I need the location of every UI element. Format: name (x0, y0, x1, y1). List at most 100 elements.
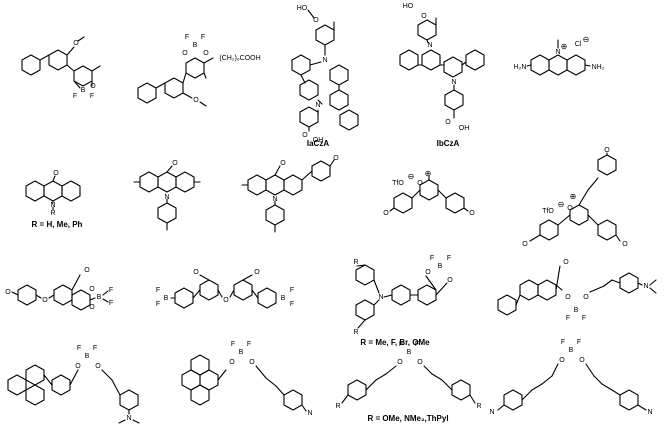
atom-o: O (53, 170, 59, 177)
bond-line (301, 170, 313, 181)
bond-line (375, 373, 387, 381)
bond-line (526, 64, 532, 67)
molecule-acridine-orange-type: H₂N N ⊕ NH₂ Cl ⊖ (514, 35, 605, 76)
bond-line (101, 369, 113, 381)
atom-o: O (223, 297, 229, 304)
molecule-dimethyl-n-tolyl-acridone: O N (139, 160, 195, 231)
bond-line (373, 279, 380, 294)
atom-o: O (417, 359, 423, 366)
negative-charge: ⊖ (558, 200, 565, 209)
bond-line (275, 385, 285, 396)
bond-line (611, 389, 621, 396)
atom-o: O (313, 17, 319, 24)
bond-line (102, 298, 109, 303)
atom-o: O (89, 286, 95, 293)
atom-f: F (290, 287, 294, 294)
label-ibcza: IbCzA (437, 139, 460, 148)
atom-o: O (302, 132, 308, 139)
atom-b: B (239, 349, 244, 356)
bond-line (649, 279, 657, 286)
atom-f: F (566, 315, 570, 322)
atom-o: O (604, 147, 610, 154)
counterion-tfo: TfO (542, 208, 554, 215)
atom-o: O (622, 241, 628, 248)
bond-line (615, 234, 621, 242)
molecule-bis-dimethylaminostyryl-polyene-bf2: N O B F F O N (489, 339, 652, 416)
bond-line (317, 99, 323, 105)
atom-f: F (415, 341, 419, 348)
atom-r: R (353, 259, 358, 266)
atom-b: B (281, 295, 286, 302)
atom-n: N (647, 409, 652, 416)
atom-b: B (193, 42, 198, 49)
atom-f: F (247, 341, 251, 348)
atom-o: O (249, 359, 255, 366)
atom-n: N (489, 409, 494, 416)
counterion-tfo: TfO (392, 180, 404, 187)
atom-o: O (445, 119, 451, 126)
bond-line (329, 159, 335, 167)
atom-b: B (85, 353, 90, 360)
bond-line (89, 297, 96, 301)
atom-r: R (476, 403, 481, 410)
negative-charge: ⊖ (408, 172, 415, 181)
bond-line (469, 394, 476, 404)
bond-line (301, 404, 307, 412)
atom-oh: OH (459, 125, 470, 132)
atom-f: F (156, 301, 160, 308)
atom-o: O (42, 297, 48, 304)
bond-line (611, 279, 621, 284)
bond-line (637, 404, 647, 411)
atom-n: N (322, 57, 327, 64)
counterion-cl: Cl (575, 41, 582, 48)
bond-line (649, 287, 657, 294)
bond-line (217, 369, 227, 381)
bond-line (385, 365, 397, 375)
molecule-biphenyl-bf2-dioxaborinine: O B F F O (21, 36, 101, 100)
bond-line (431, 373, 443, 381)
positive-charge: ⊕ (570, 192, 577, 201)
bond-line (389, 207, 395, 212)
bond-line (199, 274, 210, 281)
bond-line (584, 64, 591, 67)
atom-nh2: NH₂ (592, 64, 605, 71)
bond-line (461, 61, 467, 66)
atom-o: O (447, 277, 453, 284)
atom-n: N (555, 49, 560, 56)
bond-line (251, 289, 259, 299)
atom-o: O (522, 241, 528, 248)
atom-n: N (164, 194, 169, 201)
atom-n: N (50, 202, 55, 209)
atom-o: O (333, 155, 339, 162)
bond-connectors (11, 17, 657, 424)
bond-line (102, 290, 109, 296)
molecule-methoxyphenyl-acridone: O O N (247, 155, 339, 226)
atom-o: O (75, 363, 81, 370)
atom-n: N (427, 42, 432, 49)
bond-line (166, 165, 173, 173)
atom-r: R (353, 329, 358, 336)
bond-line (423, 365, 433, 375)
atom-b: B (81, 87, 86, 94)
bond-line (529, 234, 541, 242)
chain-label: (CH₂)₆COOH (219, 55, 260, 62)
bond-line (435, 282, 448, 296)
bond-line (132, 419, 140, 424)
bond-line (111, 379, 121, 396)
molecule-bf2-hexanoic-acid: O (CH₂)₆COOH O B F F O (137, 34, 261, 107)
atom-n: N (272, 196, 277, 203)
atom-o: O (469, 210, 475, 217)
atom-o: O (203, 50, 209, 57)
bond-line (274, 165, 281, 176)
atom-o: O (5, 289, 11, 296)
bond-line (593, 375, 603, 385)
bond-line (555, 265, 561, 291)
bond-line (521, 389, 533, 401)
bond-line (341, 394, 349, 404)
bond-line (255, 365, 267, 379)
atom-o: O (172, 160, 178, 167)
atom-o: O (383, 210, 389, 217)
atom-n: N (378, 294, 383, 301)
atom-o: O (280, 160, 286, 167)
